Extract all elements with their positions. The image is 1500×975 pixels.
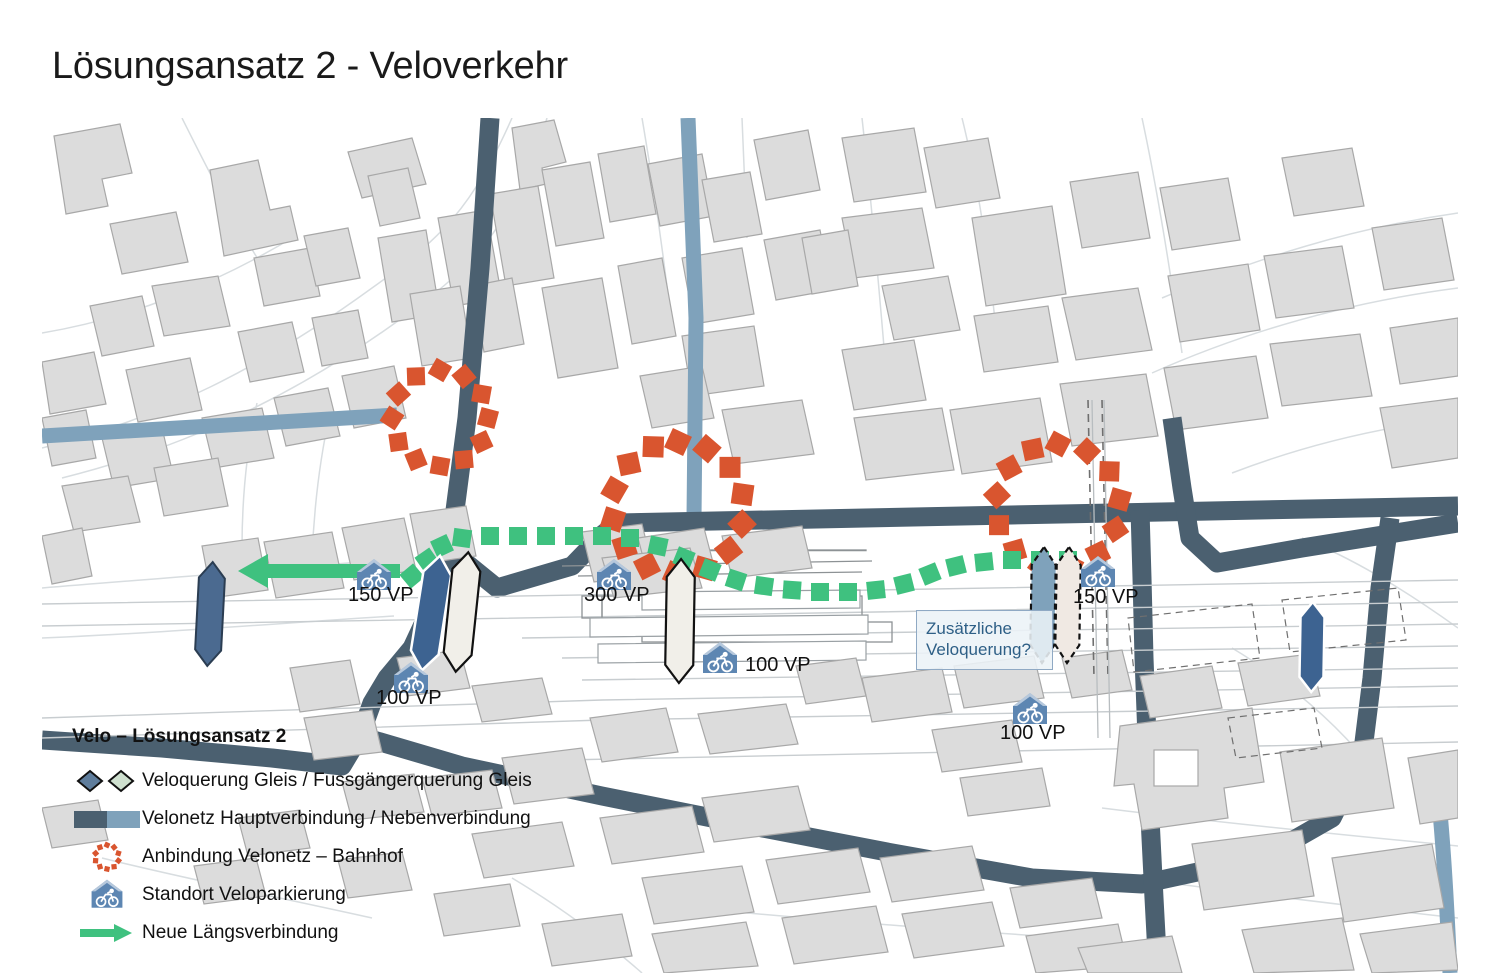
legend-item-anbindung: Anbindung Velonetz – Bahnhof (72, 840, 532, 874)
orange-circle-icon (72, 841, 142, 873)
veloquerung-east (1298, 600, 1326, 694)
neue-laengsverbindung-arrow (238, 554, 400, 588)
vp-label: 100 VP (745, 654, 811, 676)
vp-label: 100 VP (1000, 722, 1066, 744)
legend-item-veloparkierung: Standort Veloparkierung (72, 878, 532, 912)
fussgaengerquerung-station-east (1054, 545, 1082, 665)
fussgaengerquerung-station-west (442, 550, 482, 674)
fussgaengerquerung-station-center (664, 557, 696, 685)
legend-item-velonetz: Velonetz Hauptverbindung / Nebenverbindu… (72, 802, 532, 836)
legend-item-label: Standort Veloparkierung (142, 884, 346, 905)
legend-item-label: Anbindung Velonetz – Bahnhof (142, 846, 403, 867)
vp-label: 150 VP (1073, 586, 1139, 608)
vp-label: 150 VP (348, 584, 414, 606)
vp-label: 300 VP (584, 584, 650, 606)
legend-item-laengsverbindung: Neue Längsverbindung (72, 916, 532, 950)
buildings-south (42, 505, 1458, 973)
page-title: Lösungsansatz 2 - Veloverkehr (52, 45, 568, 87)
callout-line-2: Veloquerung? (926, 640, 1031, 660)
crossing-pair-icon (72, 769, 142, 793)
legend-item-label: Veloquerung Gleis / Fussgängerquerung Gl… (142, 770, 532, 791)
legend-item-label: Neue Längsverbindung (142, 922, 339, 943)
green-arrow-icon (72, 922, 142, 944)
buildings (42, 119, 1458, 533)
legend: Velo – Lösungsansatz 2 Veloquerung Gleis… (72, 726, 532, 954)
parcel-outlines (1127, 587, 1407, 759)
anbindung-circle-west (379, 357, 500, 477)
callout-line-1: Zusätzliche (926, 619, 1012, 638)
network-bars-icon (72, 810, 142, 828)
legend-title: Velo – Lösungsansatz 2 (72, 726, 287, 747)
callout-zusaetzliche-veloquerung: Zusätzliche Veloquerung? (916, 610, 1053, 670)
legend-item-label: Velonetz Hauptverbindung / Nebenverbindu… (142, 808, 531, 829)
vp-label: 100 VP (376, 687, 442, 709)
map-canvas[interactable]: 150 VP 100 VP 300 VP 100 VP 150 VP 100 V… (42, 118, 1458, 973)
legend-item-veloquerung: Veloquerung Gleis / Fussgängerquerung Gl… (72, 764, 532, 798)
bike-parking-icon (72, 877, 142, 913)
veloquerung-west (194, 560, 226, 668)
